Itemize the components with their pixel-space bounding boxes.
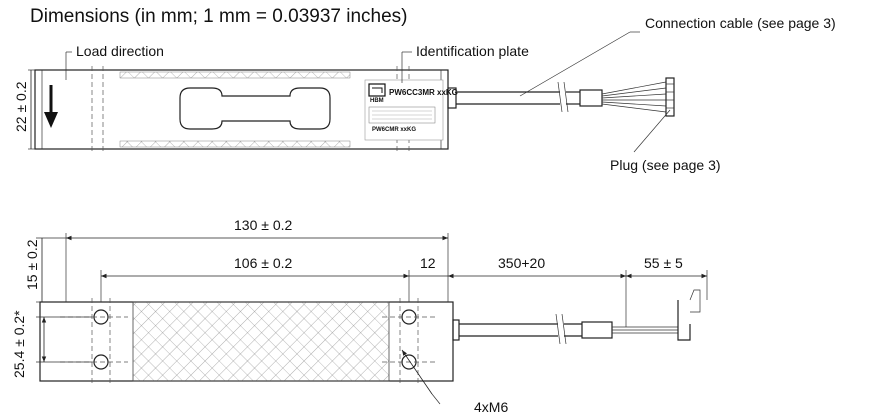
- plug-side-icon: [677, 300, 691, 341]
- top-view: Load direction 22 ± 0.2 HBM PW6CC3MR xxK…: [13, 15, 836, 173]
- identification-plate: [364, 79, 444, 141]
- cable-sleeve: [579, 89, 603, 107]
- cable-sleeve: [581, 321, 613, 339]
- bottom-view: 130 ± 0.2 106 ± 0.2 12 350+20 55 ± 5 15 …: [11, 217, 708, 415]
- hbm-logo-icon: [368, 83, 386, 97]
- page-title: Dimensions (in mm; 1 mm = 0.03937 inches…: [30, 6, 408, 27]
- strain-gauge-hatch: [132, 301, 390, 382]
- side-hatch-bottom: [119, 140, 351, 148]
- load-direction-label: Load direction: [76, 43, 164, 59]
- height-dimension: 22 ± 0.2: [13, 81, 29, 132]
- identification-plate-label: Identification plate: [416, 43, 529, 59]
- plate-model-text: PW6CC3MR xxKG: [389, 88, 458, 97]
- load-cell-body-side: [34, 69, 449, 150]
- side-hatch-top: [119, 71, 351, 79]
- plug-icon: [665, 77, 675, 117]
- bending-beam-cutout: [179, 87, 331, 130]
- dim-width: 25.4 ± 0.2*: [11, 310, 27, 378]
- dim-hole-edge: 15 ± 0.2: [24, 239, 40, 290]
- dim-plug-length: 55 ± 5: [644, 255, 683, 271]
- plug-label: Plug (see page 3): [610, 157, 721, 173]
- dim-hole-spacing: 106 ± 0.2: [234, 255, 292, 271]
- dim-total-length: 130 ± 0.2: [234, 217, 292, 233]
- dim-cable-length: 350+20: [498, 255, 545, 271]
- plate-small-text: PW6CMR xxKG: [372, 127, 416, 133]
- connection-cable-label: Connection cable (see page 3): [645, 15, 836, 31]
- dim-end-offset: 12: [420, 255, 436, 271]
- plate-logo-text: HBM: [370, 98, 384, 104]
- mounting-holes: [60, 298, 438, 385]
- thread-label: 4xM6: [474, 399, 508, 415]
- load-direction-arrow-icon: [44, 112, 58, 128]
